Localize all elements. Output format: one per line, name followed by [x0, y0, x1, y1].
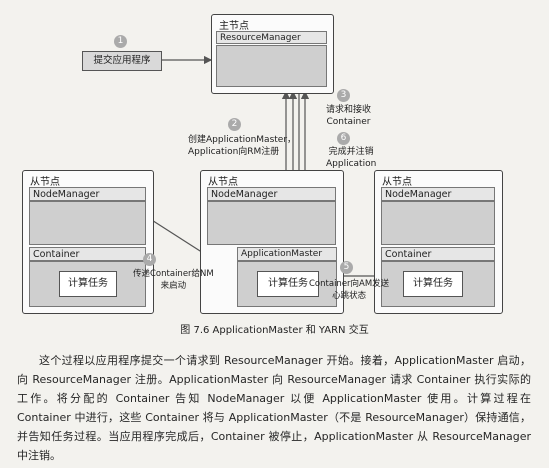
note-step-2-line-1: 创建ApplicationMaster， [188, 135, 297, 145]
resource-manager-body [216, 45, 327, 87]
note-step-3-line-1: 请求和接收 [326, 105, 372, 115]
slave-node-center: 从节点 NodeManager ApplicationMaster 计算任务 [200, 170, 344, 314]
note-step-2: 创建ApplicationMaster， Application向RM注册 [188, 134, 296, 158]
container-right-title: Container [381, 247, 495, 261]
step-1-marker: 1 [114, 35, 127, 48]
node-manager-left-body [29, 201, 146, 245]
container-left-title: Container [29, 247, 146, 261]
note-step-6-line-2: Application [326, 159, 377, 169]
note-step-5: Container向AM发送 心跳状态 [309, 278, 389, 302]
resource-manager-title: ResourceManager [216, 31, 327, 44]
note-step-6: 完成并注销 Application [326, 146, 376, 170]
task-right: 计算任务 [403, 271, 463, 297]
step-4-marker: 4 [143, 253, 156, 266]
slave-node-left: 从节点 NodeManager Container 计算任务 [22, 170, 154, 314]
step-2-marker: 2 [228, 118, 241, 131]
node-manager-left: NodeManager [29, 187, 146, 201]
slave-node-center-label: 从节点 [208, 177, 238, 188]
app-master-title: ApplicationMaster [237, 247, 337, 261]
slave-node-left-label: 从节点 [30, 177, 60, 188]
node-manager-right-body [381, 201, 495, 245]
note-step-3: 请求和接收 Container [326, 104, 371, 128]
note-step-4: 传递Container给NM 来启动 [133, 268, 214, 292]
step-3-marker: 3 [337, 89, 350, 102]
node-manager-center-body [207, 201, 336, 245]
step-5-marker: 5 [340, 261, 353, 274]
master-node: 主节点 ResourceManager [211, 14, 334, 94]
note-step-5-line-1: Container向AM发送 [309, 279, 390, 289]
body-paragraph: 这个过程以应用程序提交一个请求到 ResourceManager 开始。接着，A… [17, 354, 531, 462]
node-manager-center: NodeManager [207, 187, 336, 201]
task-center: 计算任务 [257, 271, 319, 297]
note-step-2-line-2: Application向RM注册 [188, 147, 280, 157]
note-step-6-line-1: 完成并注销 [328, 147, 374, 157]
slave-node-right-label: 从节点 [382, 177, 412, 188]
submit-app-box: 提交应用程序 [82, 51, 162, 71]
note-step-4-line-1: 传递Container给NM [133, 269, 214, 279]
step-6-marker: 6 [337, 132, 350, 145]
slave-node-right: 从节点 NodeManager Container 计算任务 [374, 170, 503, 314]
node-manager-right: NodeManager [381, 187, 495, 201]
master-node-label: 主节点 [219, 21, 249, 32]
note-step-3-line-2: Container [326, 117, 371, 127]
note-step-4-line-2: 来启动 [160, 281, 187, 291]
task-left: 计算任务 [59, 271, 117, 297]
note-step-5-line-2: 心跳状态 [332, 291, 367, 301]
figure-caption: 图 7.6 ApplicationMaster 和 YARN 交互 [180, 325, 369, 336]
